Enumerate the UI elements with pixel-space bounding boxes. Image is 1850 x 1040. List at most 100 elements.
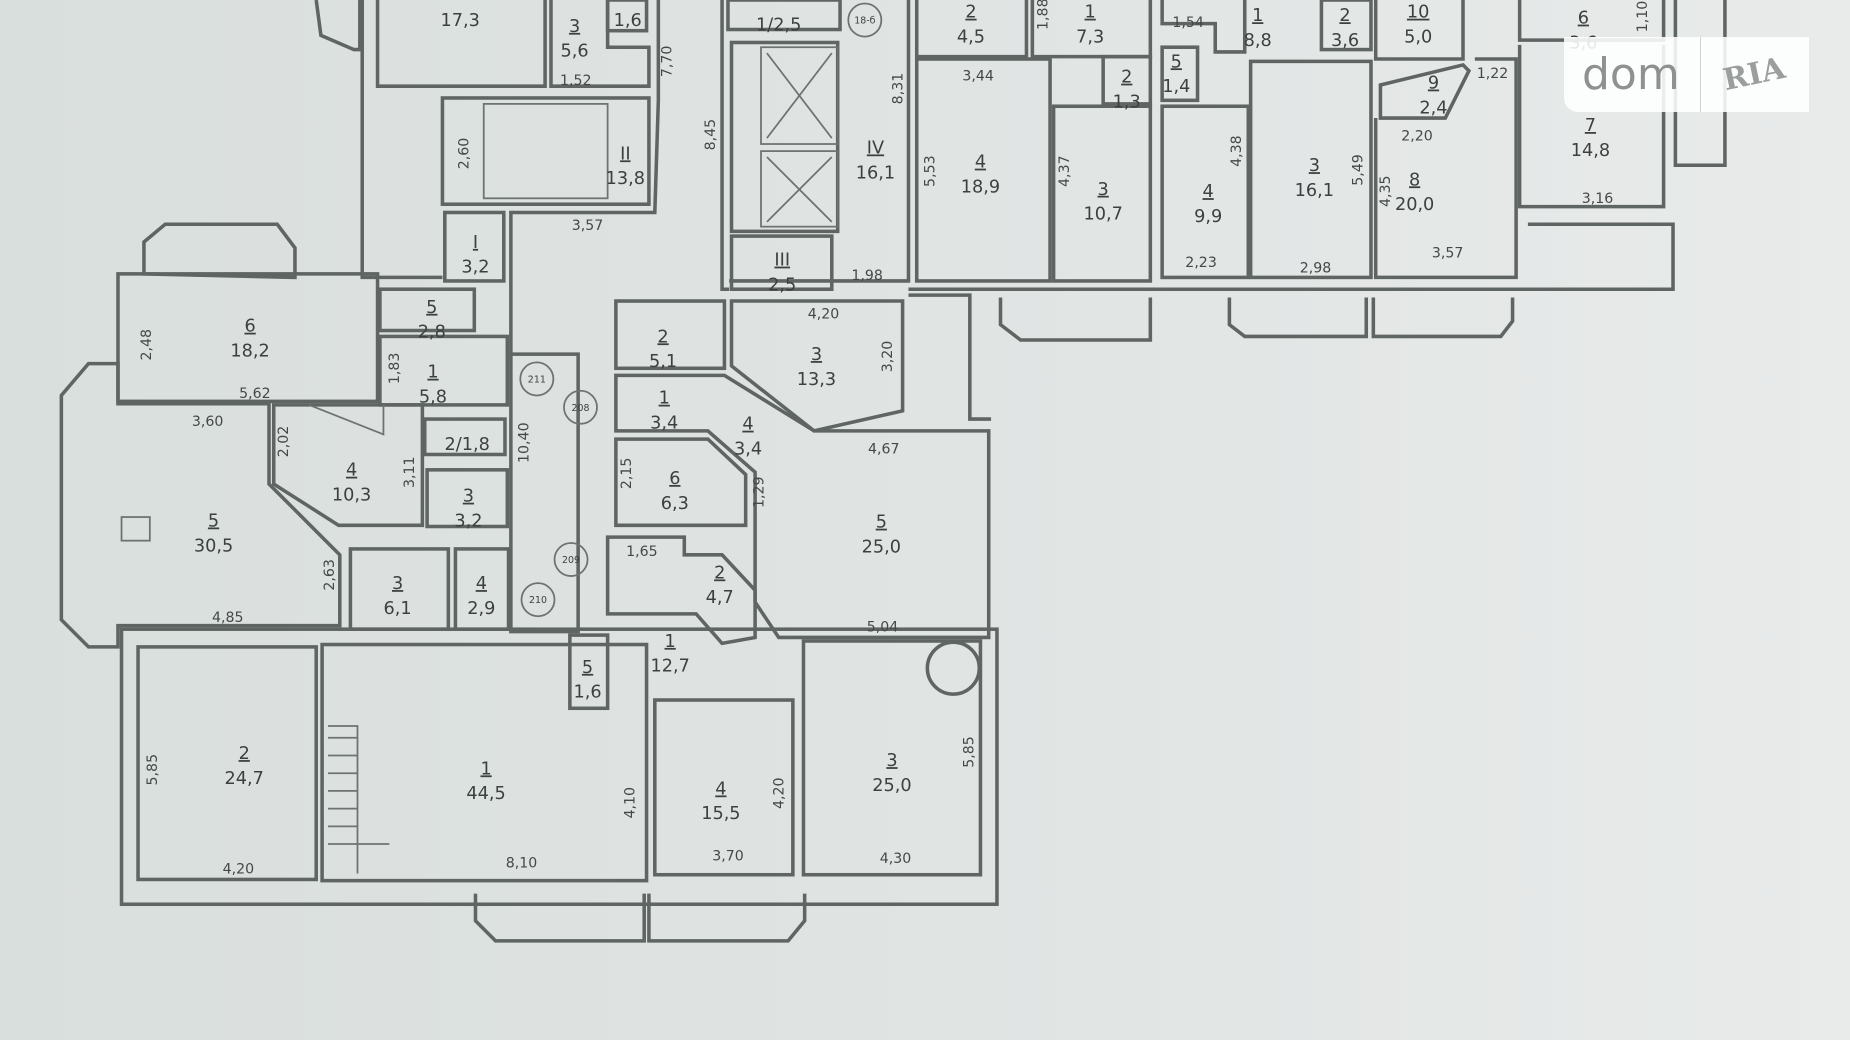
room-area: 10,3 [332, 486, 371, 506]
dimension-label: 7,70 [659, 46, 675, 78]
dimension-label: 5,62 [239, 386, 271, 402]
door-marker: 210 [520, 582, 556, 618]
room-area: 3,2 [454, 511, 482, 531]
dimension-label: 1,52 [560, 73, 592, 89]
dimension-label: 8,31 [891, 73, 907, 105]
room-labels: 17,335,61,61/2,524,517,318,823,6105,063,… [194, 3, 1610, 825]
room-area: 4,7 [706, 588, 734, 608]
marker-label: 208 [571, 403, 589, 414]
marker-circle [847, 2, 883, 38]
room-number: 7 [1585, 116, 1596, 136]
dimension-label: 3,60 [192, 414, 224, 430]
room-number: 1 [427, 363, 438, 383]
dimension-label: 1,29 [751, 476, 767, 508]
room-area: 2,9 [467, 599, 495, 619]
room-number: 1 [1252, 6, 1263, 26]
room-area: 1,4 [1162, 77, 1190, 97]
dimension-label: 8,10 [506, 856, 538, 872]
room-area: 3,2 [461, 258, 489, 278]
room-area: 15,5 [701, 804, 740, 824]
dimension-label: 5,53 [922, 155, 938, 187]
dimension-label: 4,20 [223, 862, 255, 878]
dimension-label: 3,57 [1432, 245, 1464, 261]
dimension-label: 4,67 [868, 441, 900, 457]
room-number: 3 [886, 751, 897, 771]
dimension-label: 4,37 [1057, 155, 1073, 187]
room-number: I [473, 233, 478, 253]
room-area: 24,7 [225, 769, 264, 789]
room-number: 2 [965, 3, 976, 23]
room-number: 4 [476, 574, 487, 594]
dimension-label: 5,04 [867, 620, 899, 636]
dimension-label: 3,11 [402, 456, 418, 488]
room-area: 1/2,5 [756, 16, 801, 36]
dimension-label: 4,30 [880, 851, 912, 867]
room-number: 3 [1098, 180, 1109, 200]
room-area: 7,3 [1076, 27, 1104, 47]
marker-label: 209 [562, 555, 580, 566]
dimension-label: 2,23 [1185, 255, 1217, 271]
room-number: 4 [975, 153, 986, 173]
marker-circle [520, 582, 556, 618]
dimension-label: 5,49 [1351, 154, 1367, 186]
room-number: 4 [346, 461, 357, 481]
dimension-label: 2,63 [322, 559, 338, 591]
room-area: 1,6 [614, 11, 642, 31]
dimension-label: 1,65 [626, 544, 658, 560]
room-area: 1,6 [573, 683, 601, 703]
room-area: 17,3 [440, 11, 479, 31]
door-marker: 208 [563, 389, 598, 425]
dimension-label: 3,20 [880, 341, 896, 373]
door-marker: 211 [519, 361, 555, 397]
room-number: 6 [1578, 9, 1589, 29]
dimension-label: 4,20 [771, 778, 787, 810]
marker-circle [563, 389, 598, 425]
room-area: 12,7 [650, 657, 689, 677]
dimension-label: 1,98 [851, 268, 883, 284]
room-area: 10,7 [1083, 205, 1122, 225]
dimension-label: 3,44 [962, 68, 994, 84]
room-number: 3 [392, 574, 403, 594]
room-area: 44,5 [466, 784, 505, 804]
room-area: 5,6 [561, 42, 589, 62]
dimension-label: 2,60 [456, 138, 472, 170]
domria-watermark: dom RIA [1564, 37, 1809, 112]
room-number: 5 [426, 298, 437, 318]
room-number: 2 [239, 744, 250, 764]
room-number: 6 [669, 469, 680, 489]
room-area: 6,1 [384, 599, 412, 619]
dimension-label: 4,20 [808, 307, 840, 323]
room-area: 20,0 [1395, 195, 1434, 215]
room-area: 9,9 [1194, 207, 1222, 227]
dimension-label: 5,85 [961, 736, 977, 768]
room-area: 18,2 [230, 341, 269, 361]
marker-circle [519, 361, 555, 397]
room-area: 16,1 [856, 163, 895, 183]
room-number: 5 [876, 513, 887, 533]
dimension-label: 1,88 [1036, 0, 1052, 30]
room-number: 5 [208, 511, 219, 531]
dimension-label: 4,38 [1229, 135, 1245, 167]
room-number: IV [867, 138, 884, 158]
room-number: 2 [657, 327, 668, 347]
dimension-label: 1,22 [1477, 66, 1509, 82]
room-number: 4 [1203, 182, 1214, 202]
room-area: 14,8 [1571, 141, 1610, 161]
room-number: 2 [1121, 68, 1132, 88]
dimension-label: 8,45 [703, 119, 719, 151]
room-area: 4,5 [957, 27, 985, 47]
room-number: 5 [582, 658, 593, 678]
room-area: 30,5 [194, 536, 233, 556]
dimension-label: 3,57 [572, 218, 604, 234]
room-area: 2,5 [768, 275, 796, 295]
room-area: 5,0 [1404, 27, 1432, 47]
dimension-label: 2,02 [276, 426, 292, 458]
room-area: 13,8 [606, 169, 645, 189]
watermark-dom-text: dom [1582, 49, 1680, 100]
dimension-label: 2,15 [619, 458, 635, 490]
dimension-label: 4,35 [1378, 175, 1394, 207]
walls [59, 0, 1727, 943]
room-number: 2 [1339, 6, 1350, 26]
room-number: 9 [1428, 74, 1439, 94]
room-number: III [774, 251, 790, 271]
